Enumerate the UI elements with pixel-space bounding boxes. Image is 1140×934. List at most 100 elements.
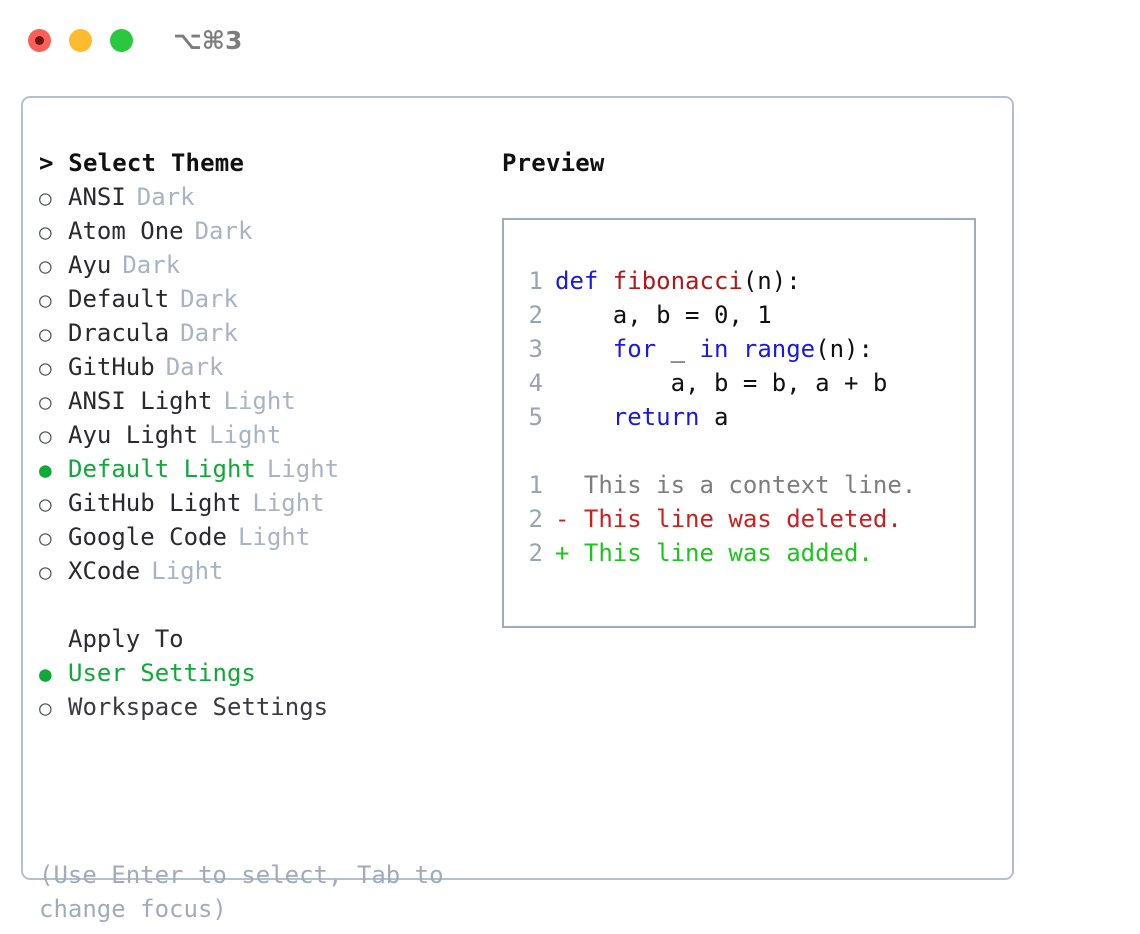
- token-plain: [555, 335, 613, 363]
- token-plain: (n):: [742, 267, 801, 295]
- keyboard-shortcut-label: ⌥⌘3: [173, 25, 243, 55]
- radio-unselected-icon: ○: [39, 254, 52, 278]
- theme-option-tag: Light: [252, 489, 325, 517]
- radio-unselected-icon: ○: [39, 492, 52, 516]
- theme-option-default-light[interactable]: ● Default Light Light: [39, 452, 469, 486]
- theme-option-label: ANSI: [68, 183, 126, 211]
- diff-text: - This line was deleted.: [555, 505, 902, 533]
- line-number: 2: [528, 539, 543, 567]
- theme-option-dracula[interactable]: ○ Dracula Dark: [39, 316, 469, 350]
- theme-option-google-code[interactable]: ○ Google Code Light: [39, 520, 469, 554]
- apply-to-header: Apply To: [68, 625, 184, 653]
- theme-option-tag: Dark: [180, 285, 238, 313]
- radio-unselected-icon: ○: [39, 560, 52, 584]
- code-text: a, b = 0, 1: [555, 298, 772, 332]
- theme-option-label: GitHub: [68, 353, 155, 381]
- token-plain: [728, 335, 742, 363]
- maximize-window-icon[interactable]: [110, 28, 133, 52]
- theme-option-label: Ayu: [68, 251, 112, 279]
- theme-option-label: Default: [68, 285, 170, 313]
- code-text: return a: [555, 400, 729, 434]
- diff-text: + This line was added.: [555, 539, 873, 567]
- code-text: def fibonacci(n):: [555, 264, 801, 298]
- radio-unselected-icon: ○: [39, 220, 52, 244]
- apply-option-label: User Settings: [68, 659, 256, 687]
- token-plain: (n):: [815, 335, 873, 363]
- radio-unselected-icon: ○: [39, 696, 52, 720]
- token-kw: in: [699, 335, 729, 363]
- theme-option-label: Atom One: [68, 217, 184, 245]
- apply-option-user-settings[interactable]: ● User Settings: [39, 656, 469, 690]
- theme-option-label: Default Light: [68, 455, 256, 483]
- line-number: 1: [528, 471, 543, 499]
- token-kw: range: [742, 335, 816, 363]
- line-number: 2: [528, 505, 543, 533]
- line-number: 2: [528, 301, 543, 329]
- title-bar: ⌥⌘3: [0, 0, 1140, 80]
- code-line: 3 for _ in range(n):: [504, 332, 974, 366]
- minimize-window-icon[interactable]: [69, 28, 92, 52]
- theme-option-tag: Light: [266, 455, 340, 483]
- theme-option-atom-one[interactable]: ○ Atom One Dark: [39, 214, 469, 248]
- radio-selected-icon: ●: [39, 662, 52, 686]
- line-number: 5: [528, 403, 543, 431]
- diff-text: This is a context line.: [555, 471, 917, 499]
- theme-option-tag: Light: [151, 557, 224, 585]
- radio-unselected-icon: ○: [39, 390, 52, 414]
- radio-unselected-icon: ○: [39, 526, 52, 550]
- radio-unselected-icon: ○: [39, 424, 52, 448]
- line-number: 1: [528, 267, 543, 295]
- token-kw: for: [612, 335, 657, 363]
- theme-option-label: Google Code: [68, 523, 227, 551]
- theme-option-tag: Light: [209, 421, 282, 449]
- token-plain: [555, 403, 613, 431]
- theme-option-tag: Light: [237, 523, 311, 551]
- radio-unselected-icon: ○: [39, 322, 52, 346]
- preview-header: Preview: [502, 149, 605, 177]
- code-text: for _ in range(n):: [555, 332, 873, 366]
- theme-option-label: XCode: [68, 557, 141, 585]
- theme-option-github-light[interactable]: ○ GitHub Light Light: [39, 486, 469, 520]
- theme-option-tag: Dark: [136, 183, 195, 211]
- diff-line-del: 2 - This line was deleted.: [504, 502, 974, 536]
- theme-option-default[interactable]: ○ Default Dark: [39, 282, 469, 316]
- theme-option-tag: Dark: [194, 217, 253, 245]
- close-window-icon[interactable]: [28, 28, 51, 52]
- radio-selected-icon: ●: [39, 458, 52, 482]
- window-controls: [28, 28, 133, 52]
- token-kw: return: [612, 403, 700, 431]
- theme-option-tag: Dark: [180, 319, 238, 347]
- apply-option-workspace-settings[interactable]: ○ Workspace Settings: [39, 690, 469, 724]
- apply-option-label: Workspace Settings: [68, 693, 329, 721]
- token-plain: a, b = 0, 1: [555, 301, 772, 329]
- radio-unselected-icon: ○: [39, 288, 52, 312]
- theme-option-tag: Dark: [165, 353, 224, 381]
- theme-option-label: Dracula: [68, 319, 170, 347]
- code-line: 2 a, b = 0, 1: [504, 298, 974, 332]
- help-text: (Use Enter to select, Tab to change focu…: [39, 861, 444, 923]
- select-theme-header: > Select Theme: [39, 149, 245, 177]
- diff-line-add: 2 + This line was added.: [504, 536, 974, 570]
- code-text: a, b = b, a + b: [555, 366, 888, 400]
- theme-option-github[interactable]: ○ GitHub Dark: [39, 350, 469, 384]
- theme-option-label: GitHub Light: [68, 489, 242, 517]
- spacer: [39, 588, 469, 622]
- token-plain: _: [656, 335, 700, 363]
- token-plain: a, b = b, a + b: [555, 369, 888, 397]
- apply-to-list: ● User Settings ○ Workspace Settings: [39, 656, 469, 724]
- diff-sample: 1 This is a context line. 2 - This line wa…: [504, 468, 974, 570]
- theme-option-xcode[interactable]: ○ XCode Light: [39, 554, 469, 588]
- spacer: [504, 434, 974, 468]
- radio-unselected-icon: ○: [39, 356, 52, 380]
- token-plain: a: [699, 403, 729, 431]
- line-number: 3: [528, 335, 543, 363]
